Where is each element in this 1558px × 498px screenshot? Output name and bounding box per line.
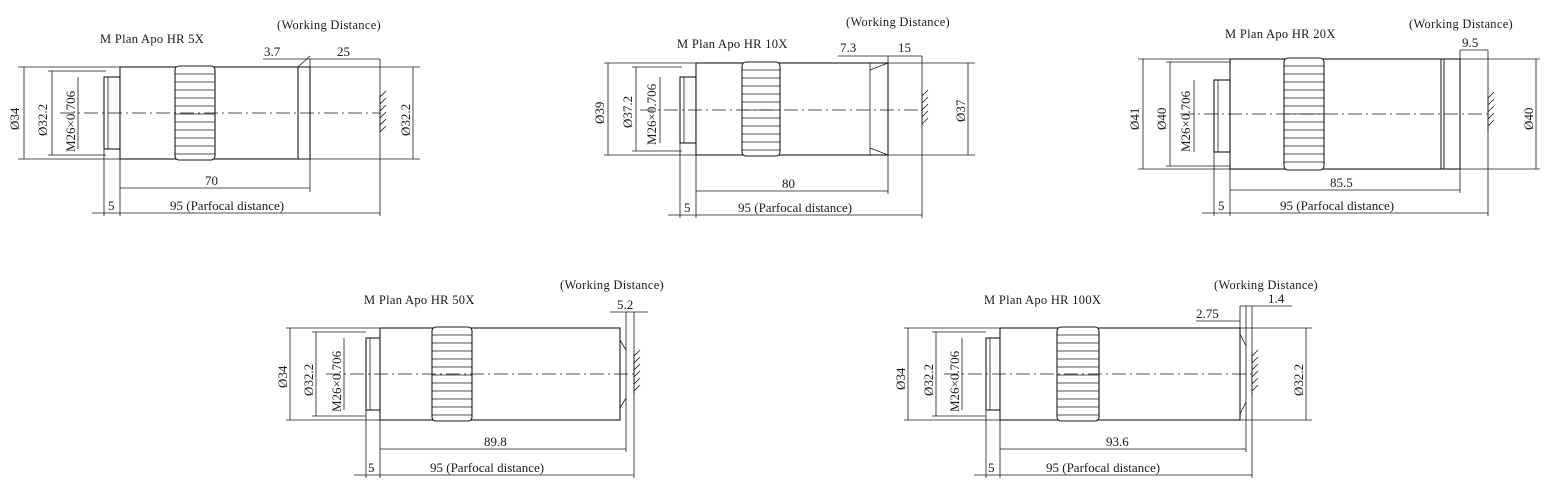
objective-50x: M Plan Apo HR 50X (Working Distance) — [275, 278, 664, 478]
thread-length: 5 — [1218, 198, 1225, 213]
parfocal-distance: 95 (Parfocal distance) — [738, 200, 852, 215]
objective-20x: M Plan Apo HR 20X (Working Distance) — [1127, 17, 1540, 216]
diameter-outer: Ø34 — [893, 367, 908, 390]
working-distance-label: (Working Distance) — [560, 278, 664, 292]
objective-10x: M Plan Apo HR 10X (Working Distance) — [592, 15, 975, 218]
thread-spec: M26×0.706 — [947, 350, 962, 412]
front-offset: 7.3 — [840, 40, 856, 55]
front-diameter: Ø32.2 — [1291, 364, 1306, 396]
working-distance-label: (Working Distance) — [1214, 278, 1318, 292]
objective-title: M Plan Apo HR 5X — [100, 32, 204, 46]
diameter-inner: Ø32.2 — [301, 364, 316, 396]
sample-plane — [1251, 349, 1259, 396]
diameter-inner: Ø37.2 — [620, 96, 635, 128]
body-length: 80 — [782, 176, 795, 191]
diameter-inner: Ø40 — [1154, 108, 1169, 130]
working-distance-label: (Working Distance) — [846, 15, 950, 29]
thread-length: 5 — [108, 198, 115, 213]
working-distance-label: (Working Distance) — [1409, 17, 1513, 31]
sample-plane — [1487, 91, 1495, 132]
diameter-inner: Ø32.2 — [35, 104, 50, 136]
front-diameter: Ø32.2 — [398, 104, 413, 136]
objective-title: M Plan Apo HR 50X — [364, 293, 475, 307]
diameter-outer: Ø34 — [7, 107, 22, 130]
diameter-outer: Ø34 — [275, 365, 290, 388]
sample-plane — [921, 89, 929, 126]
objective-100x: M Plan Apo HR 100X (Working Distance) — [893, 278, 1318, 478]
working-distance: 9.5 — [1462, 35, 1478, 50]
objective-title: M Plan Apo HR 100X — [984, 293, 1101, 307]
body-length: 89.8 — [484, 434, 507, 449]
diameter-inner: Ø32.2 — [921, 364, 936, 396]
objective-title: M Plan Apo HR 20X — [1225, 27, 1336, 41]
barrel — [695, 62, 889, 156]
thread-length: 5 — [684, 200, 691, 215]
body-length: 70 — [205, 173, 218, 188]
knurl-ring — [174, 65, 216, 161]
knurl-ring — [741, 61, 781, 157]
front-offset: 2.75 — [1196, 306, 1219, 321]
parfocal-distance: 95 (Parfocal distance) — [1046, 460, 1160, 475]
working-distance: 15 — [898, 40, 911, 55]
front-offset: 3.7 — [264, 44, 281, 59]
working-distance: 5.2 — [617, 297, 633, 312]
body-length: 85.5 — [1330, 175, 1353, 190]
working-distance: 25 — [337, 44, 350, 59]
thread-mount — [1213, 79, 1231, 153]
body-length: 93.6 — [1106, 434, 1129, 449]
objective-5x: M Plan Apo HR 5X (Working Distance) — [7, 18, 420, 216]
thread-length: 5 — [368, 460, 375, 475]
diameter-outer: Ø39 — [592, 102, 607, 124]
sample-plane — [379, 90, 387, 133]
working-distance-label: (Working Distance) — [277, 18, 381, 32]
front-diameter: Ø37 — [953, 99, 968, 122]
diameter-outer: Ø41 — [1127, 108, 1142, 130]
parfocal-distance: 95 (Parfocal distance) — [430, 460, 544, 475]
parfocal-distance: 95 (Parfocal distance) — [1280, 198, 1394, 213]
parfocal-distance: 95 (Parfocal distance) — [170, 198, 284, 213]
front-diameter: Ø40 — [1521, 108, 1536, 130]
thread-length: 5 — [988, 460, 995, 475]
objective-title: M Plan Apo HR 10X — [677, 37, 788, 51]
thread-spec: M26×0.706 — [63, 90, 78, 152]
working-distance: 1.4 — [1268, 291, 1285, 306]
thread-spec: M26×0.706 — [1178, 90, 1193, 152]
thread-spec: M26×0.706 — [329, 350, 344, 412]
thread-spec: M26×0.706 — [644, 83, 659, 145]
sample-plane — [633, 349, 641, 394]
